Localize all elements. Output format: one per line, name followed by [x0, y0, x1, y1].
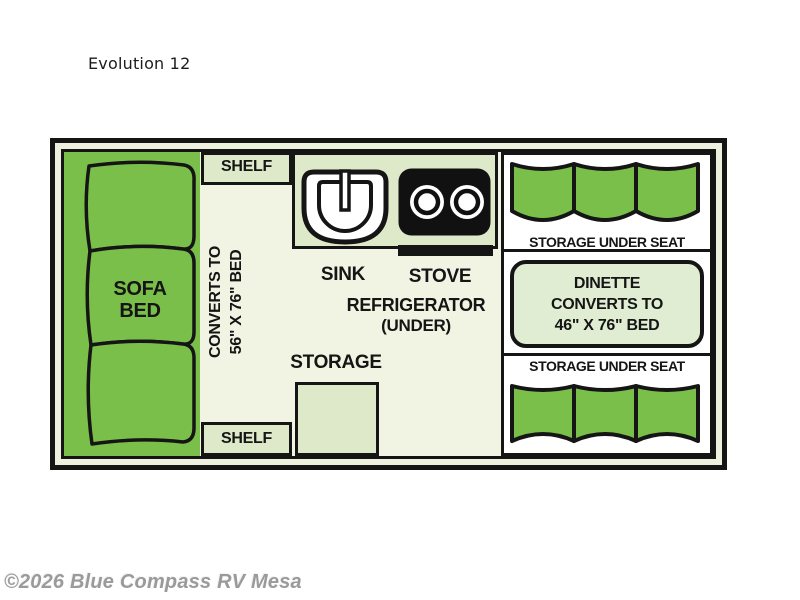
storage-under-seat-bottom-label: STORAGE UNDER SEAT [529, 358, 685, 374]
dinette-converts-label: CONVERTS TO [551, 295, 663, 313]
stove-icon [398, 168, 491, 236]
stove-label: STOVE [408, 266, 472, 287]
counter-edge-bar [398, 245, 493, 256]
shelf-bottom-label: SHELF [221, 430, 272, 447]
refrigerator-under-label: (UNDER) [381, 316, 451, 335]
floorplan-wall-outline: SOFA BED CONVERTS TO 56" X 76" BED SHELF… [61, 149, 716, 459]
sink-label: SINK [320, 264, 366, 285]
dinette-table: DINETTE CONVERTS TO 46" X 76" BED [510, 260, 704, 348]
storage-under-seat-top-label: STORAGE UNDER SEAT [529, 233, 685, 250]
dealer-watermark: ©2026 Blue Compass RV Mesa [4, 571, 302, 593]
bench-bottom-cushions-icon [510, 383, 700, 443]
sink-icon [301, 169, 389, 245]
floorplan-content: SOFA BED CONVERTS TO 56" X 76" BED SHELF… [64, 152, 713, 456]
shelf-bottom: SHELF [201, 422, 292, 456]
dinette-section: STORAGE UNDER SEAT DINETTE CONVERTS TO 4… [501, 152, 713, 456]
dinette-bed-size-label: 46" X 76" BED [554, 316, 660, 334]
shelf-top-label: SHELF [221, 158, 272, 175]
refrigerator-label: REFRIGERATOR [346, 295, 486, 315]
floorplan-frame: SOFA BED CONVERTS TO 56" X 76" BED SHELF… [50, 138, 727, 470]
storage-label: STORAGE [290, 352, 382, 373]
sofa-converts-label: CONVERTS TO 56" X 76" BED [207, 246, 245, 358]
bench-top-cushions-icon [510, 162, 700, 222]
kitchen-counter [292, 152, 498, 249]
dinette-label: DINETTE [573, 274, 641, 292]
sofa-cushions-icon [84, 160, 196, 446]
sofa-bed-area: SOFA BED [64, 152, 200, 456]
storage-cabinet [295, 382, 379, 456]
page-title: Evolution 12 [88, 54, 191, 73]
sofa-bed-label: SOFA BED [113, 278, 167, 322]
shelf-top: SHELF [201, 152, 292, 185]
dinette-bench-top: STORAGE UNDER SEAT [504, 155, 710, 252]
dinette-table-area: DINETTE CONVERTS TO 46" X 76" BED [504, 255, 710, 356]
dinette-bench-bottom: STORAGE UNDER SEAT [504, 356, 710, 453]
